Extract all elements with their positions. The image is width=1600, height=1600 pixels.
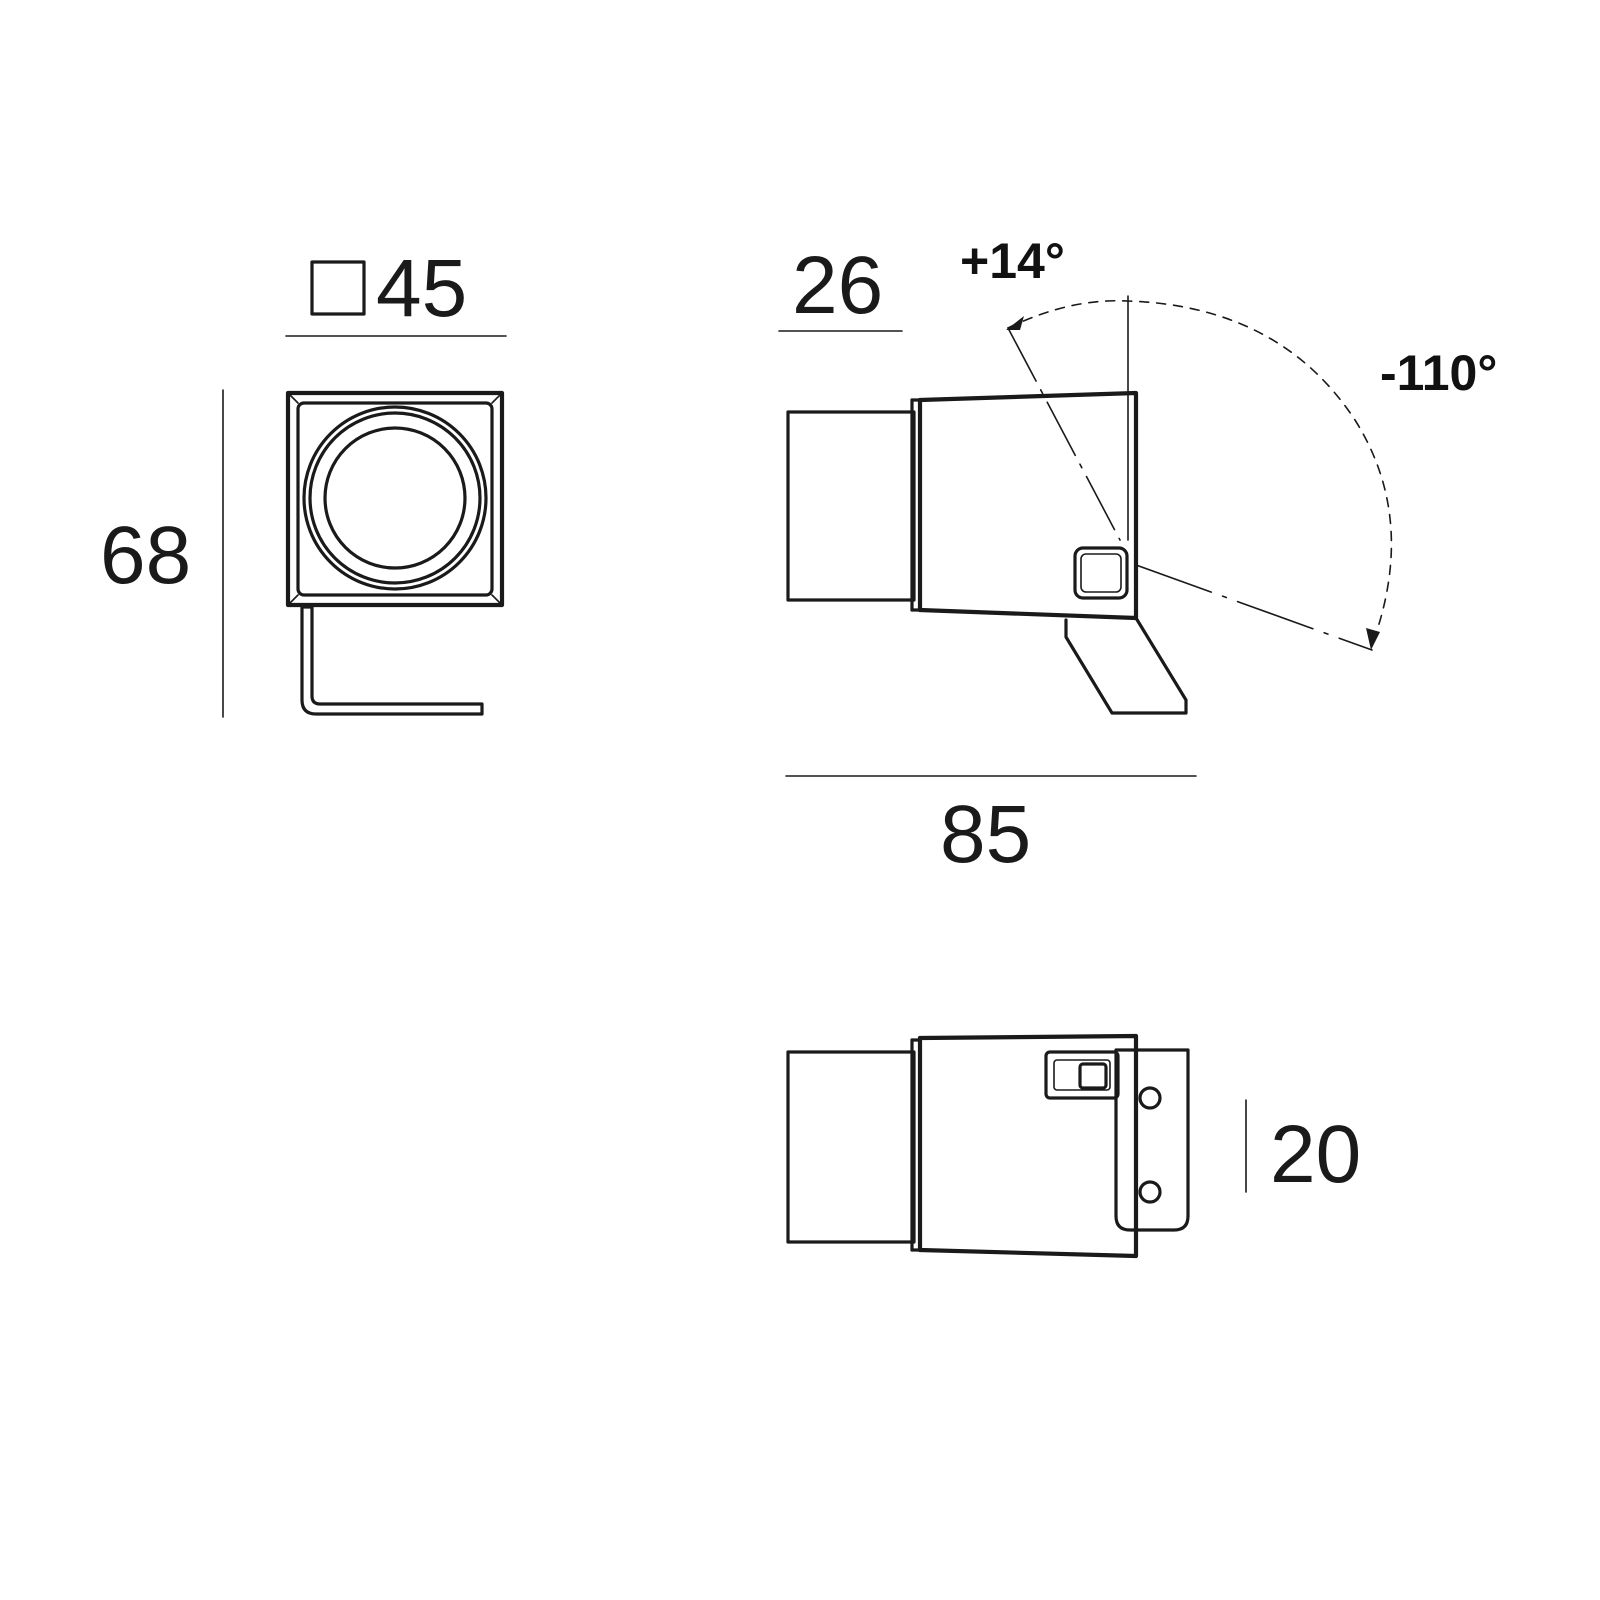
tilt-up-arrowhead-icon <box>1006 316 1024 330</box>
top-view: 20 <box>786 1033 1361 1259</box>
front-height-label: 68 <box>100 510 191 601</box>
top-nut-icon <box>1078 1062 1108 1090</box>
side-main-body <box>917 390 1139 621</box>
front-view: 45 68 <box>100 243 507 718</box>
square-symbol-icon <box>310 260 366 316</box>
front-corner-tr <box>491 392 503 404</box>
top-main-body <box>917 1033 1139 1259</box>
side-pivot-knob <box>1073 546 1129 600</box>
tilt-down-arrowhead-icon <box>1366 628 1380 650</box>
top-rear-cylinder <box>786 1050 916 1244</box>
side-mount-foot <box>1064 616 1188 715</box>
side-length-label: 85 <box>940 789 1031 880</box>
front-lens-ring-mid <box>308 411 482 585</box>
front-corner-tl <box>287 392 299 404</box>
front-corner-bl <box>287 594 299 606</box>
tilt-up-axis <box>1007 327 1121 541</box>
top-screw-block-inner <box>1053 1059 1111 1091</box>
tilt-down-axis <box>1135 564 1373 651</box>
front-corner-br <box>491 594 503 606</box>
top-bracket-hole-2-icon <box>1138 1180 1162 1204</box>
front-housing-inner <box>296 401 494 597</box>
side-pivot-knob-inner <box>1080 553 1122 593</box>
top-screw-block <box>1044 1050 1120 1100</box>
front-mount-bracket <box>300 605 484 716</box>
front-housing-outer <box>285 390 505 608</box>
tilt-up-label: +14° <box>960 233 1065 289</box>
top-bracket-hole-1-icon <box>1138 1086 1162 1110</box>
front-lens <box>323 426 467 570</box>
side-view: 26 +14° -110° 85 <box>778 233 1497 880</box>
top-bracket-label: 20 <box>1270 1109 1361 1200</box>
front-lens-ring-outer <box>302 405 488 591</box>
tilt-arc <box>1007 299 1393 646</box>
front-width-label: 45 <box>376 243 467 334</box>
tilt-down-label: -110° <box>1380 345 1497 401</box>
top-bracket-plate <box>1114 1048 1190 1232</box>
side-body-label: 26 <box>792 240 883 331</box>
side-rear-cylinder <box>786 410 916 602</box>
